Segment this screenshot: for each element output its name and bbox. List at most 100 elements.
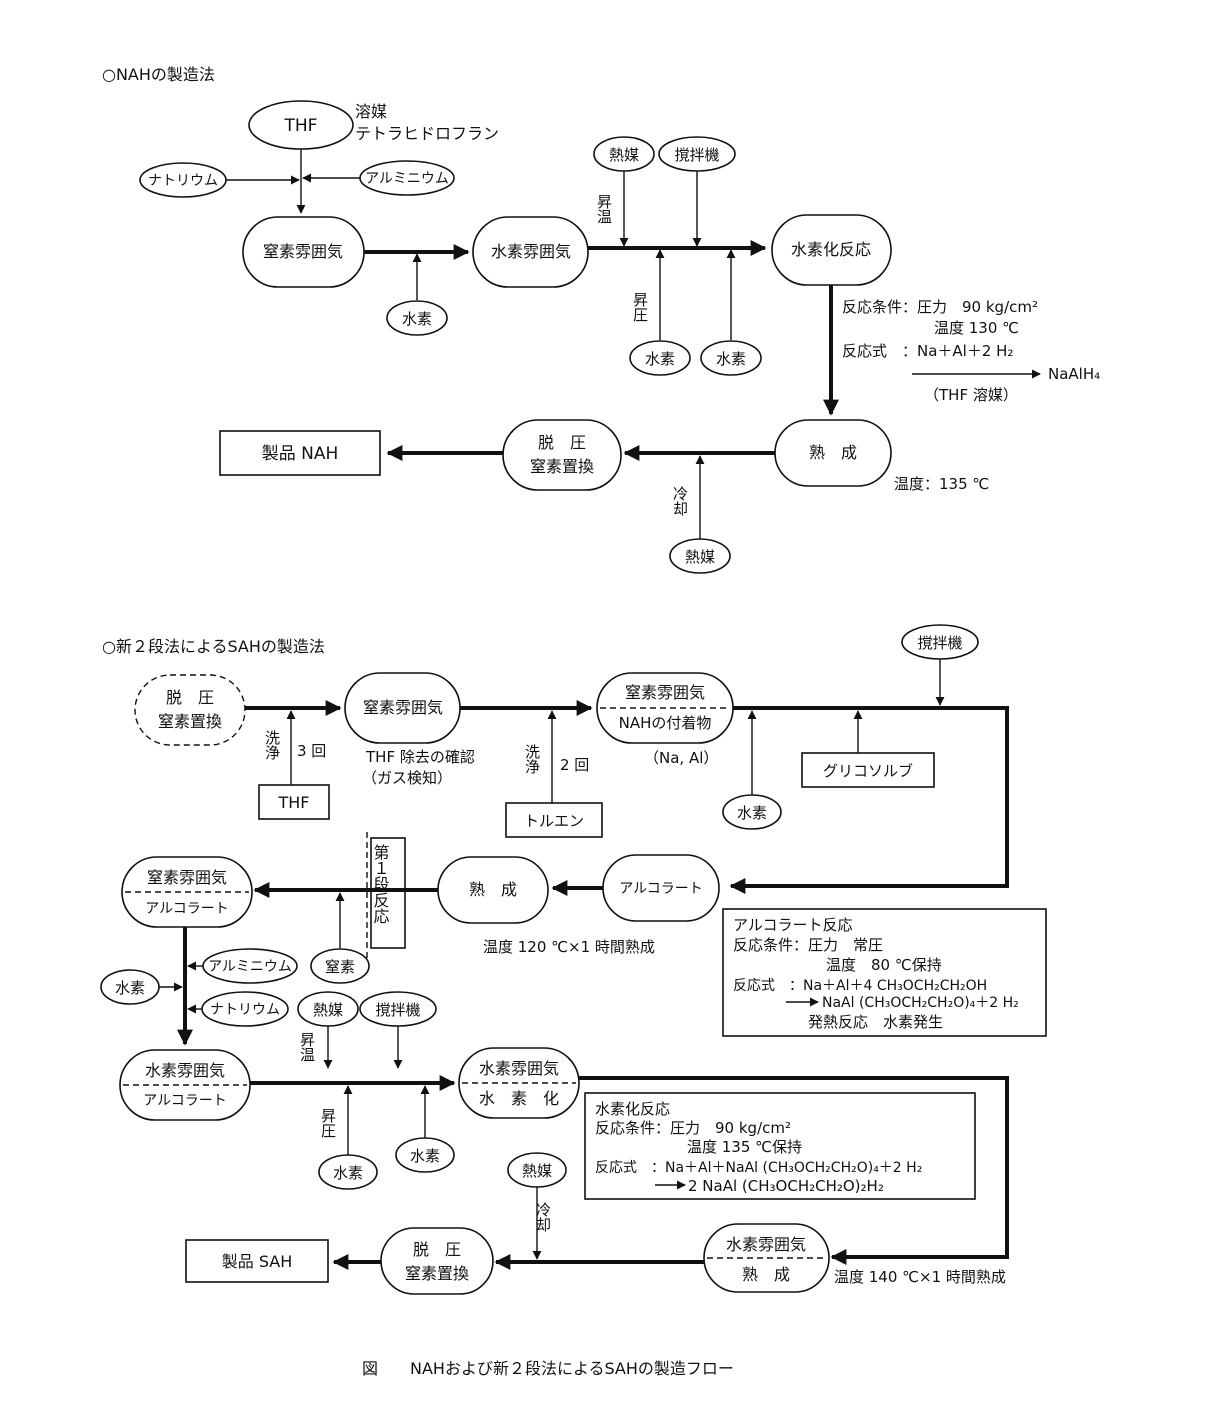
sah-cooling-label: 冷却 xyxy=(534,1202,552,1232)
nah-hydrogen2-node xyxy=(629,340,691,376)
nah-depress-label-2: 窒素置換 xyxy=(530,457,594,476)
sah-times3-label: 3 回 xyxy=(297,742,326,760)
sah-h2-atmosphere3-label: 水素雰囲気 xyxy=(726,1235,806,1254)
sah-alcoholate-reaction-box xyxy=(722,908,1047,1037)
nah-eq-right: NaAlH₄ xyxy=(1048,365,1100,383)
sah-hydro-label: 水 素 化 xyxy=(479,1089,559,1108)
sah-product-label: 製品 SAH xyxy=(222,1252,293,1271)
sah-depressurize2-node xyxy=(380,1227,494,1295)
nah-depressurize-node xyxy=(502,419,622,491)
sah-aging1-temp: 温度 120 ℃×1 時間熟成 xyxy=(483,938,655,956)
sah-stirrer-label: 撹拌機 xyxy=(917,634,962,652)
nah-section-title: ○NAHの製造法 xyxy=(102,65,215,84)
sah-depress2-label-1: 脱 圧 xyxy=(413,1240,461,1259)
sah-hydrogen3-node xyxy=(318,1154,378,1190)
sah-aging2-label: 熟 成 xyxy=(742,1265,790,1284)
nah-product-label: 製品 NAH xyxy=(262,444,339,464)
sah-stirrer2-label: 撹拌機 xyxy=(375,1001,420,1019)
sah-alc-eq-1: 反応式 ：Na＋Al＋4 CH₃OCH₂CH₂OH xyxy=(733,978,987,994)
sah-glycosolve-label: グリコソルブ xyxy=(823,762,913,780)
nah-stirrer-label: 撹拌機 xyxy=(674,146,719,164)
sah-hydrogenation-reaction-box xyxy=(584,1092,976,1200)
nah-depress-label-1: 脱 圧 xyxy=(538,433,586,452)
sah-toluene-node xyxy=(505,802,603,838)
nah-cooling-label: 冷却 xyxy=(671,486,689,516)
nah-heat-medium-label: 熱媒 xyxy=(609,146,639,164)
sah-depressurize-node xyxy=(134,674,246,746)
nah-product-node xyxy=(219,430,381,476)
sah-heat-up-label: 昇温 xyxy=(298,1032,316,1062)
sah-alc-eq-2: NaAl (CH₃OCH₂CH₂O)₄＋2 H₂ xyxy=(822,995,1019,1011)
figure-caption: 図 NAHおよび新２段法によるSAHの製造フロー xyxy=(362,1359,734,1378)
sah-na-al-label: （Na, Al） xyxy=(644,749,718,767)
nah-eq-left: 反応式 ：Na＋Al＋2 H₂ xyxy=(842,342,1013,360)
sah-n2-atmosphere2-label: 窒素雰囲気 xyxy=(625,683,705,702)
sah-wash2-label: 洗浄 xyxy=(523,744,541,775)
nah-sodium-label: ナトリウム xyxy=(148,173,218,189)
sah-thf-check-1: THF 除去の確認 xyxy=(365,748,475,766)
sah-hydrogen-label: 水素 xyxy=(737,804,767,822)
nah-aluminium-label: アルミニウム xyxy=(365,171,449,187)
nah-thf-label: THF xyxy=(284,116,318,136)
sah-thf-node xyxy=(258,784,330,820)
sah-stage1-label: 第１段反応 xyxy=(371,844,390,924)
nah-aging-temp: 温度：135 ℃ xyxy=(894,475,989,493)
sah-hyd-eq-1: 反応式 ：Na＋Al＋NaAl (CH₃OCH₂CH₂O)₄＋2 H₂ xyxy=(595,1160,922,1176)
nah-pressurize-label: 昇圧 xyxy=(631,292,649,322)
sah-stage1-box xyxy=(370,837,406,949)
sah-alcoholate3-label: アルコラート xyxy=(143,1093,227,1109)
nah-n2-atmosphere-label: 窒素雰囲気 xyxy=(263,242,343,261)
sah-hyd-box-title: 水素化反応 xyxy=(595,1100,670,1118)
nah-hydrogen-node xyxy=(386,300,448,336)
sah-sodium-label: ナトリウム xyxy=(210,1002,280,1018)
sah-toluene-label: トルエン xyxy=(524,812,584,830)
sah-hyd-cond-1: 反応条件：圧力 90 kg/cm² xyxy=(595,1119,791,1137)
sah-n2-atmosphere-label: 窒素雰囲気 xyxy=(363,698,443,717)
sah-hydrogen3-label: 水素 xyxy=(333,1164,363,1182)
nah-solvent-name: テトラヒドロフラン xyxy=(355,124,499,143)
sah-heat-medium2-label: 熱媒 xyxy=(522,1162,552,1180)
nah-heat-medium2-label: 熱媒 xyxy=(685,548,715,566)
sah-product-node xyxy=(185,1239,329,1283)
sah-n2-atmosphere3-label: 窒素雰囲気 xyxy=(147,868,227,887)
nah-eq-solvent: （THF 溶媒） xyxy=(924,386,1018,404)
nah-cond-pressure: 反応条件：圧力 90 kg/cm² xyxy=(842,298,1038,316)
nah-hydrogen3-label: 水素 xyxy=(716,350,746,368)
sah-thf-check-2: （ガス検知） xyxy=(362,769,452,787)
nah-hydrogen-label: 水素 xyxy=(402,310,432,328)
sah-alc-cond-1: 反応条件：圧力 常圧 xyxy=(733,936,883,954)
sah-section-title: ○新２段法によるSAHの製造法 xyxy=(102,637,325,656)
sah-hyd-eq-2: 2 NaAl (CH₃OCH₂CH₂O)₂H₂ xyxy=(688,1177,884,1195)
sah-hydrogen4-node xyxy=(395,1137,455,1173)
nah-aging-label: 熟 成 xyxy=(809,443,857,462)
sah-flow: 脱 圧 窒素置換 洗浄 3 回 THF 窒素雰囲気 THF 除去の確認 （ガス検… xyxy=(100,624,1047,1295)
sah-alc-note: 発熱反応 水素発生 xyxy=(808,1013,943,1031)
sah-nitrogen-node xyxy=(310,948,370,984)
sah-wash-label: 洗浄 xyxy=(263,730,281,761)
sah-nah-adhered-label: NAHの付着物 xyxy=(619,714,712,732)
sah-hydrogen2-label: 水素 xyxy=(115,979,145,997)
sah-times2-label: 2 回 xyxy=(560,756,589,774)
sah-alc-box-title: アルコラート反応 xyxy=(733,916,853,934)
sah-aging-label: 熟 成 xyxy=(469,880,517,899)
nah-flow: THF 溶媒 テトラヒドロフラン ナトリウム アルミニウム 窒素雰囲気 水素 水… xyxy=(139,100,1100,574)
sah-alc-cond-2: 温度 80 ℃保持 xyxy=(826,956,942,974)
sah-heat-medium-label: 熱媒 xyxy=(313,1001,343,1019)
sah-aging2-temp: 温度 140 ℃×1 時間熟成 xyxy=(834,1268,1006,1286)
sah-depress-label-1: 脱 圧 xyxy=(166,688,214,707)
sah-depress2-label-2: 窒素置換 xyxy=(405,1264,469,1283)
sah-pressurize-label: 昇圧 xyxy=(319,1108,337,1138)
sah-h2-atmosphere2-label: 水素雰囲気 xyxy=(479,1059,559,1078)
sah-hyd-cond-2: 温度 135 ℃保持 xyxy=(687,1138,802,1156)
nah-solvent-label: 溶媒 xyxy=(355,102,387,121)
nah-cond-temp: 温度 130 ℃ xyxy=(934,319,1019,337)
sah-nitrogen-label: 窒素 xyxy=(325,958,355,976)
nah-h2-atmosphere-label: 水素雰囲気 xyxy=(491,242,571,261)
sah-alcoholate2-label: アルコラート xyxy=(145,901,229,917)
sah-thf-label: THF xyxy=(277,793,309,812)
nah-hydrogen3-node xyxy=(700,340,762,376)
sah-hydrogen-node xyxy=(722,794,782,830)
sah-glycosolve-node xyxy=(801,752,935,788)
sah-h2-aging-node xyxy=(703,1223,830,1293)
